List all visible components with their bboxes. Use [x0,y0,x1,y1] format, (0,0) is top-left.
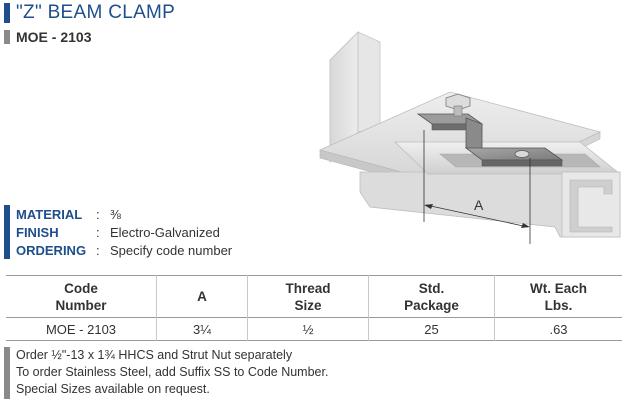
strut-end-inner [569,179,613,233]
header-line: Thread [285,280,331,296]
title-accent-bar [4,3,10,23]
dimension-arrow-left [424,204,433,209]
note-line: To order Stainless Steel, add Suffix SS … [16,365,329,379]
header-line: A [197,289,207,304]
note-line: Special Sizes available on request. [16,382,210,396]
header-line: Code [64,280,98,296]
spec-label: ORDERING [16,242,87,258]
dimension-label: A [474,197,484,213]
spec-accent-bar [4,223,10,241]
spec-row-material: MATERIAL : ⅜ [4,205,232,223]
header-line: Lbs. [544,297,573,313]
spec-row-ordering: ORDERING : Specify code number [4,241,232,259]
spec-value: Electro-Galvanized [110,224,220,240]
notes-block: Order ½"-13 x 1¾ HHCS and Strut Nut sepa… [4,347,328,399]
z-clamp-lower-edge [481,159,563,167]
header-a: A [156,275,248,318]
cell-a: 3¼ [156,317,248,341]
page-title: "Z" BEAM CLAMP [16,2,176,23]
bolt-shank [453,105,463,117]
header-thread-size: Thread Size [247,275,369,318]
spec-label: FINISH [16,224,59,240]
subtitle-row: MOE - 2103 [4,29,91,45]
note-line: Order ½"-13 x 1¾ HHCS and Strut Nut sepa… [16,348,293,362]
product-code: MOE - 2103 [16,29,92,45]
spec-colon: : [96,242,100,258]
header-line: Package [404,297,459,313]
dimension-arrow-right [521,223,530,228]
product-table: Code Number A Thread Size Std. Package W… [6,275,622,341]
header-weight: Wt. Each Lbs. [495,276,623,318]
header-std-package: Std. Package [368,275,495,318]
subtitle-accent-bar [4,30,10,44]
header-code-number: Code Number [6,275,157,318]
header-line: Std. [418,280,445,296]
cell-std-package: 25 [368,317,495,341]
dimension-arrow-line [425,204,529,228]
notes-accent-bar [4,347,10,399]
spec-accent-bar [4,241,10,259]
spec-label: MATERIAL [16,206,83,222]
spec-list: MATERIAL : ⅜ FINISH : Electro-Galvanized… [4,205,232,259]
header-line: Wt. Each [529,280,587,296]
z-clamp-lower [464,147,564,161]
cell-weight: .63 [549,321,568,337]
clamp-hole [514,150,530,158]
cell-thread-size: ½ [247,317,369,341]
spec-colon: : [96,224,100,240]
table-header-row: Code Number A Thread Size Std. Package W… [6,275,623,318]
notes-text: Order ½"-13 x 1¾ HHCS and Strut Nut sepa… [16,347,328,399]
spec-value: Specify code number [110,242,233,258]
spec-colon: : [96,206,100,222]
table-row: MOE - 2103 3¼ ½ 25 .63 [6,317,622,341]
header-line: Size [294,297,322,313]
spec-row-finish: FINISH : Electro-Galvanized [4,223,232,241]
bolt-head [445,93,471,111]
spec-value: ⅜ [110,206,121,222]
spec-accent-bar [4,205,10,223]
title-row: "Z" BEAM CLAMP [4,2,175,24]
beam-web-face [357,31,381,133]
beam-clamp-illustration: A [318,31,622,244]
header-line: Number [55,297,107,313]
cell-code-number: MOE - 2103 [6,317,157,341]
